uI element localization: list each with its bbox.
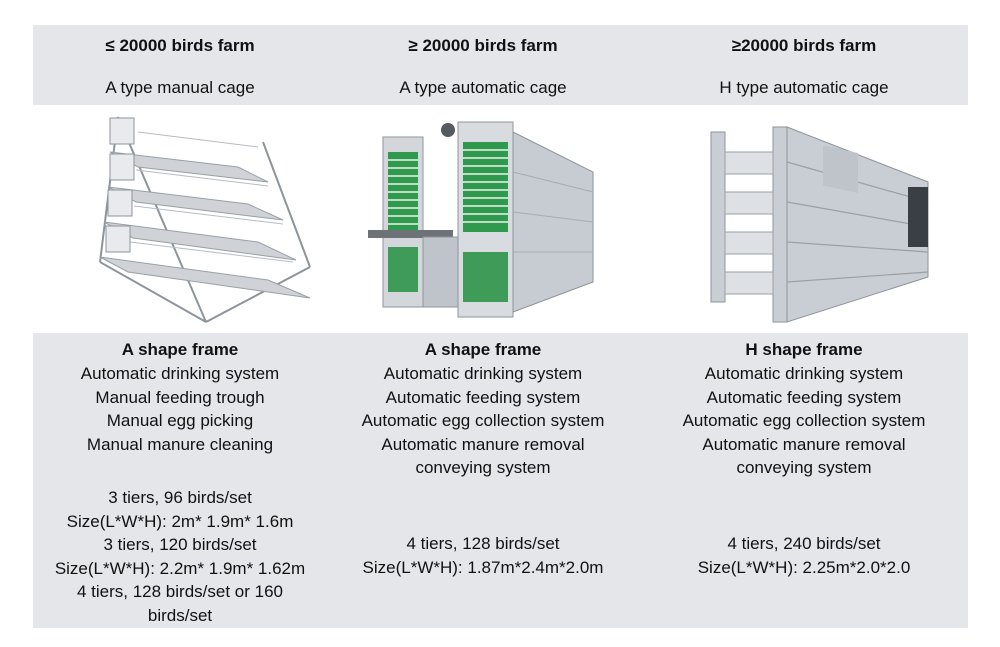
farm-size-heading: ≥ 20000 birds farm (408, 36, 558, 55)
feature-item: Automatic egg collection system (682, 411, 926, 430)
spec-item: 3 tiers, 96 birds/set (108, 488, 252, 507)
spec-item: 4 tiers, 240 birds/set (727, 534, 881, 553)
details-panel (33, 333, 968, 628)
cage-type-label: A type automatic cage (399, 78, 567, 97)
feature-item: Automatic drinking system (80, 364, 280, 383)
farm-size-heading: ≥20000 birds farm (731, 36, 877, 55)
frame-type-heading: A shape frame (121, 340, 239, 359)
frame-type-heading: H shape frame (745, 340, 863, 359)
feature-item: Automatic feeding system (385, 387, 581, 407)
a-type-manual-cage-image (99, 116, 311, 323)
feature-item: Manual feeding trough (95, 387, 265, 407)
header-panel (33, 25, 968, 105)
feature-item: conveying system (736, 458, 872, 477)
feature-item: Automatic feeding system (706, 387, 902, 407)
spec-item: Size(L*W*H): 1.87m*2.4m*2.0m (362, 557, 604, 577)
spec-item: 3 tiers, 120 birds/set (103, 535, 257, 554)
cage-type-label: A type manual cage (105, 78, 255, 97)
feature-item: Automatic manure removal (702, 434, 906, 454)
spec-item: Size(L*W*H): 2.2m* 1.9m* 1.62m (54, 558, 306, 578)
feature-item: Automatic manure removal (381, 434, 585, 454)
cage-type-label: H type automatic cage (719, 78, 889, 97)
feature-item: Automatic drinking system (383, 364, 583, 383)
farm-size-heading: ≤ 20000 birds farm (105, 36, 255, 55)
frame-type-heading: A shape frame (424, 340, 542, 359)
spec-list: 4 tiers, 240 birds/set Size(L*W*H): 2.25… (654, 532, 954, 579)
feature-item: conveying system (415, 458, 551, 477)
feature-item: Automatic drinking system (704, 364, 904, 383)
spec-item: Size(L*W*H): 2.25m*2.0*2.0 (697, 557, 911, 577)
feature-item: Manual manure cleaning (86, 434, 274, 454)
feature-list: Automatic drinking system Automatic feed… (333, 362, 633, 480)
h-type-automatic-cage-image (710, 126, 929, 323)
spec-item: 4 tiers, 128 birds/set or 160 birds/set (76, 582, 283, 625)
feature-item: Automatic egg collection system (361, 411, 605, 430)
spec-item: 4 tiers, 128 birds/set (406, 534, 560, 553)
feature-list: Automatic drinking system Automatic feed… (654, 362, 954, 480)
spec-item: Size(L*W*H): 2m* 1.9m* 1.6m (66, 511, 294, 531)
spec-list: 4 tiers, 128 birds/set Size(L*W*H): 1.87… (333, 532, 633, 579)
feature-item: Manual egg picking (106, 411, 254, 430)
spec-list: 3 tiers, 96 birds/set Size(L*W*H): 2m* 1… (30, 486, 330, 627)
feature-list: Automatic drinking system Manual feeding… (30, 362, 330, 456)
a-type-automatic-cage-image (368, 121, 594, 318)
